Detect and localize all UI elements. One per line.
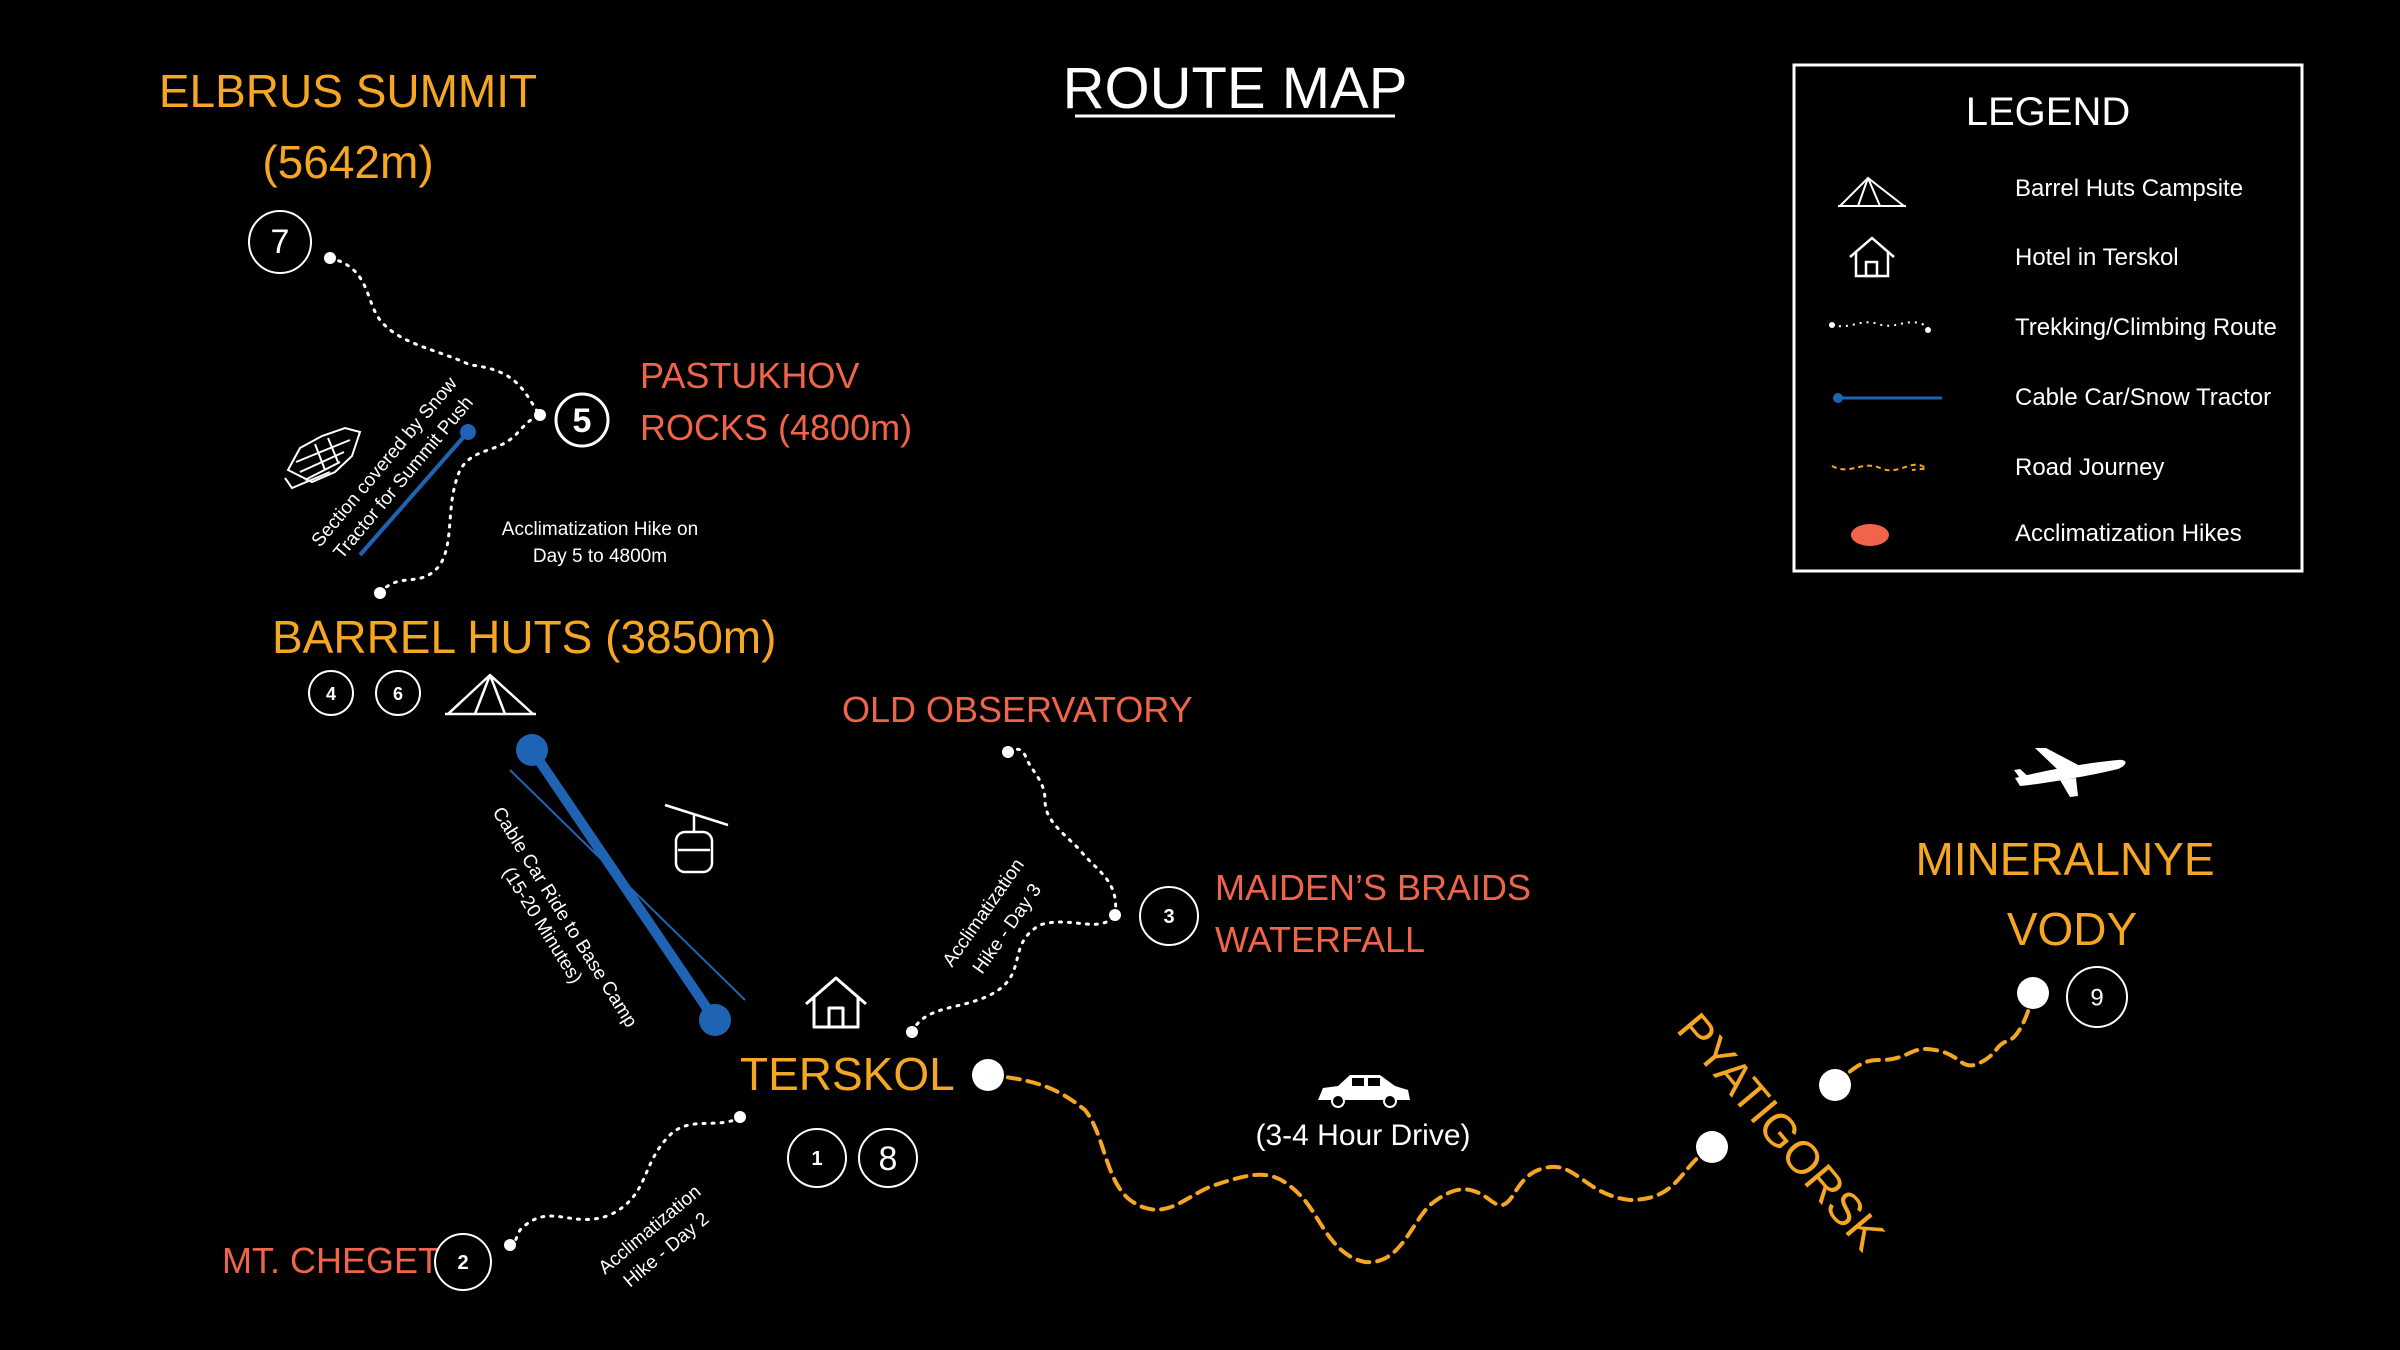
day-badge-mineralnye: 9 — [2066, 966, 2128, 1028]
cable-car-note-1: Cable Car Ride to Base Camp — [488, 804, 641, 1032]
drive-duration-label: (3-4 Hour Drive) — [1255, 1119, 1470, 1152]
waypoint-mineralnye — [2017, 977, 2049, 1009]
legend-dotted-route-icon — [1829, 321, 1931, 333]
pastukhov-label: PASTUKHOV — [640, 355, 859, 396]
svg-text:2: 2 — [457, 1252, 468, 1274]
svg-text:6: 6 — [393, 684, 403, 704]
legend-panel: LEGEND Barrel Huts Campsite Hotel in Ter… — [1792, 63, 2304, 573]
terskol-label: TERSKOL — [740, 1048, 955, 1100]
legend-frame — [1792, 63, 2304, 573]
trek-route-maidens-observatory — [1006, 747, 1118, 917]
svg-text:9: 9 — [2090, 985, 2103, 1012]
legend-coral-ellipse-icon — [1851, 524, 1889, 546]
barrel-huts-label: BARREL HUTS (3850m) — [272, 611, 776, 663]
map-title: ROUTE MAP — [1063, 56, 1408, 121]
day-badge-barrel-6: 6 — [375, 670, 421, 716]
legend-item-acclimatization: Acclimatization Hikes — [2015, 520, 2242, 547]
svg-text:8: 8 — [879, 1140, 898, 1178]
waypoint-pyatigorsk-b — [1819, 1069, 1851, 1101]
cable-car-bottom-station — [699, 1004, 731, 1036]
accl-day5-note-2: Day 5 to 4800m — [533, 546, 667, 567]
trek-route-summit-pastukhov — [328, 256, 542, 417]
svg-text:4: 4 — [326, 684, 336, 704]
legend-title: LEGEND — [1966, 90, 2131, 134]
snow-tractor-icon — [284, 426, 362, 490]
legend-tent-icon — [1838, 176, 1906, 207]
snow-tractor-line — [358, 430, 470, 557]
svg-text:1: 1 — [811, 1148, 822, 1170]
svg-text:5: 5 — [573, 402, 592, 440]
road-route-terskol-pyatigorsk — [986, 1073, 1714, 1265]
trek-route-terskol-maidens — [910, 913, 1117, 1034]
day-badge-pastukhov: 5 — [554, 392, 610, 448]
legend-item-road: Road Journey — [2015, 454, 2164, 481]
waypoint-terskol-cheget — [734, 1111, 746, 1123]
waypoint-pyatigorsk-a — [1696, 1131, 1728, 1163]
maidens-braids-label: MAIDEN’S BRAIDS — [1215, 867, 1531, 908]
pyatigorsk-label: PYATIGORSK — [1667, 1003, 1895, 1261]
legend-cable-line-icon — [1833, 393, 1942, 403]
legend-item-hotel: Hotel in Terskol — [2015, 244, 2179, 271]
elbrus-summit-altitude: (5642m) — [262, 136, 433, 188]
accl-day5-note-1: Acclimatization Hike on — [502, 519, 698, 540]
cable-car-top-station — [516, 734, 548, 766]
road-route-pyatigorsk-mineralnye — [1833, 991, 2035, 1087]
waypoint-pastukhov — [534, 409, 546, 421]
waypoint-barrel-start — [374, 587, 386, 599]
svg-text:3: 3 — [1163, 906, 1174, 928]
house-icon — [805, 976, 867, 1029]
legend-house-icon — [1849, 236, 1895, 278]
car-icon — [1318, 1075, 1410, 1108]
maidens-braids-label-2: WATERFALL — [1215, 919, 1425, 960]
waypoint-summit — [324, 252, 336, 264]
elbrus-summit-label: ELBRUS SUMMIT — [159, 65, 537, 117]
cable-car-shadow-line — [509, 769, 746, 1001]
snow-tractor-end — [460, 424, 476, 440]
legend-road-line-icon — [1831, 463, 1928, 472]
day-badge-maidens: 3 — [1139, 886, 1199, 946]
svg-text:7: 7 — [271, 223, 290, 261]
cable-car-line — [527, 745, 720, 1025]
legend-item-campsite: Barrel Huts Campsite — [2015, 175, 2243, 202]
day-badge-cheget: 2 — [434, 1233, 492, 1291]
waypoint-terskol-trail — [906, 1026, 918, 1038]
waypoint-cheget — [504, 1239, 516, 1251]
gondola-icon — [664, 803, 729, 874]
day-badge-summit: 7 — [248, 210, 312, 274]
trek-route-barrel-pastukhov — [378, 413, 542, 595]
legend-item-trek: Trekking/Climbing Route — [2015, 314, 2277, 341]
pastukhov-altitude: ROCKS (4800m) — [640, 407, 912, 448]
day-badge-barrel-4: 4 — [308, 670, 354, 716]
mineralnye-label-2: VODY — [2007, 903, 2137, 955]
old-observatory-label: OLD OBSERVATORY — [842, 689, 1193, 730]
snow-tractor-note-2: Tractor for Summit Push — [330, 393, 478, 564]
mt-cheget-label: MT. CHEGET — [222, 1240, 440, 1281]
tent-icon — [445, 673, 536, 716]
waypoint-terskol-road — [972, 1059, 1004, 1091]
airplane-icon — [2014, 748, 2126, 797]
day-badge-terskol-8: 8 — [858, 1128, 918, 1188]
mineralnye-label: MINERALNYE — [1915, 833, 2214, 885]
waypoint-observatory — [1002, 746, 1014, 758]
legend-item-cable: Cable Car/Snow Tractor — [2015, 384, 2271, 411]
day-badge-terskol-1: 1 — [787, 1128, 847, 1188]
